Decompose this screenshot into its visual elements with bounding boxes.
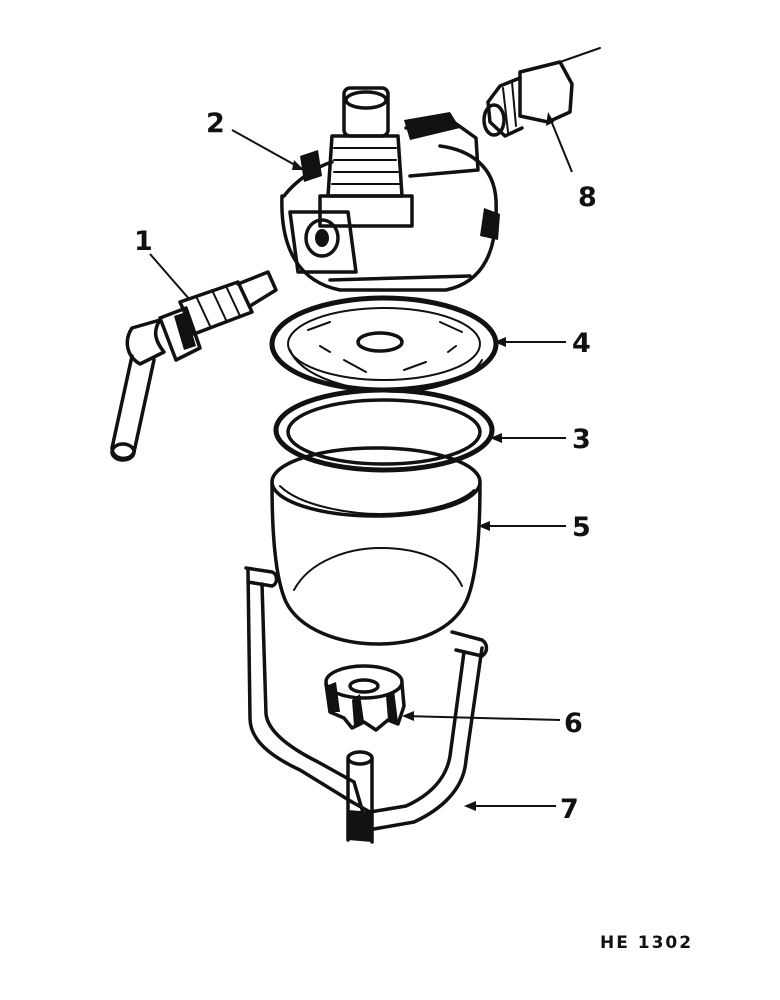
callout-2: 2 bbox=[206, 108, 225, 139]
callout-3: 3 bbox=[572, 424, 591, 455]
callout-7: 7 bbox=[560, 794, 579, 825]
callout-6: 6 bbox=[564, 708, 583, 739]
part-7-retaining-bail bbox=[244, 566, 489, 844]
leader-lines bbox=[149, 112, 573, 811]
part-8-outlet-fitting bbox=[482, 47, 601, 138]
part-4-filter-element bbox=[269, 295, 499, 393]
part-6-drain-nut bbox=[324, 664, 406, 732]
figure-reference: HE 1302 bbox=[600, 933, 693, 953]
part-3-sealing-ring bbox=[273, 387, 495, 473]
callout-8: 8 bbox=[578, 182, 597, 213]
part-2-filter-head bbox=[280, 86, 500, 292]
callout-5: 5 bbox=[572, 512, 591, 543]
callout-1: 1 bbox=[134, 226, 153, 257]
part-5-sediment-bowl bbox=[270, 446, 482, 646]
callout-4: 4 bbox=[572, 328, 591, 359]
part-1-inlet-fitting bbox=[110, 270, 278, 462]
